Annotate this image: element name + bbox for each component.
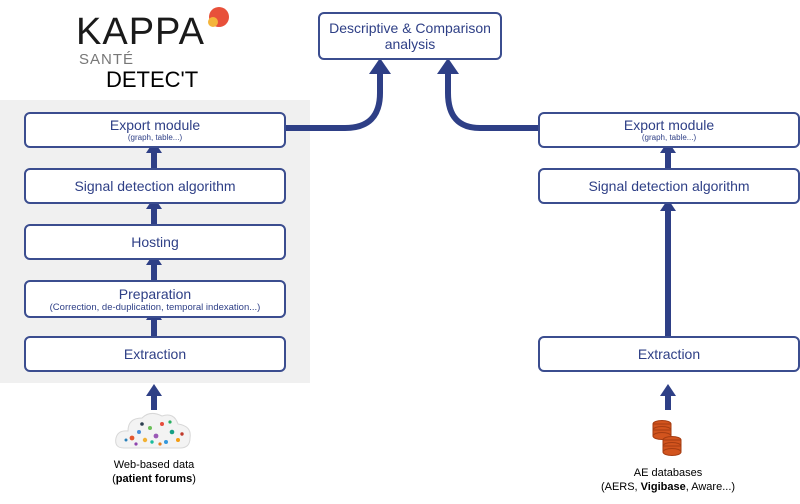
left-signal-label: Signal detection algorithm — [74, 178, 236, 194]
analysis-line2: analysis — [384, 36, 436, 52]
left-extraction-label: Extraction — [123, 346, 187, 362]
left-preparation-box: Preparation (Correction, de-duplication,… — [24, 280, 286, 318]
right-export-module-box: Export module (graph, table...) — [538, 112, 800, 148]
right-extraction-label: Extraction — [637, 346, 701, 362]
curve-left-export-to-analysis — [286, 70, 383, 131]
left-extraction-box: Extraction — [24, 336, 286, 372]
logo-brand-text: KAPPA — [76, 11, 205, 53]
web-cloud-icon — [115, 412, 191, 449]
left-source-caption: Web-based data (patient forums) — [84, 458, 224, 486]
logo-product-text: DETEC'T — [106, 67, 199, 92]
right-extraction-box: Extraction — [538, 336, 800, 372]
right-signal-detection-box: Signal detection algorithm — [538, 168, 800, 204]
curve-right-export-to-analysis — [445, 70, 538, 131]
right-source-pre: (AERS, — [600, 481, 641, 493]
left-export-sub: (graph, table...) — [127, 133, 183, 142]
left-hosting-label: Hosting — [131, 234, 179, 250]
left-preparation-label: Preparation — [118, 285, 192, 302]
right-signal-label: Signal detection algorithm — [588, 178, 750, 194]
right-source-line1: AE databases — [633, 467, 703, 479]
database-icon — [652, 420, 682, 456]
logo-dot-icon — [208, 7, 229, 27]
right-source-caption: AE databases (AERS, Vigibase, Aware...) — [588, 466, 748, 494]
descriptive-comparison-analysis-box: Descriptive & Comparison analysis — [318, 12, 502, 60]
left-export-label: Export module — [109, 117, 201, 133]
logo-sub-text: SANTÉ — [79, 51, 135, 68]
left-hosting-box: Hosting — [24, 224, 286, 260]
left-signal-detection-box: Signal detection algorithm — [24, 168, 286, 204]
analysis-line1: Descriptive & Comparison — [329, 20, 491, 36]
left-source-open: ( — [112, 473, 116, 485]
right-export-sub: (graph, table...) — [641, 133, 697, 142]
right-source-bold: Vigibase — [640, 481, 686, 493]
right-source-post: , Aware...) — [685, 481, 736, 493]
left-source-close: ) — [192, 473, 196, 485]
left-export-module-box: Export module (graph, table...) — [24, 112, 286, 148]
right-export-label: Export module — [623, 117, 715, 133]
left-source-line1: Web-based data — [113, 459, 195, 471]
left-source-bold: patient forums — [115, 473, 193, 485]
left-preparation-sub: (Correction, de-duplication, temporal in… — [49, 301, 261, 313]
